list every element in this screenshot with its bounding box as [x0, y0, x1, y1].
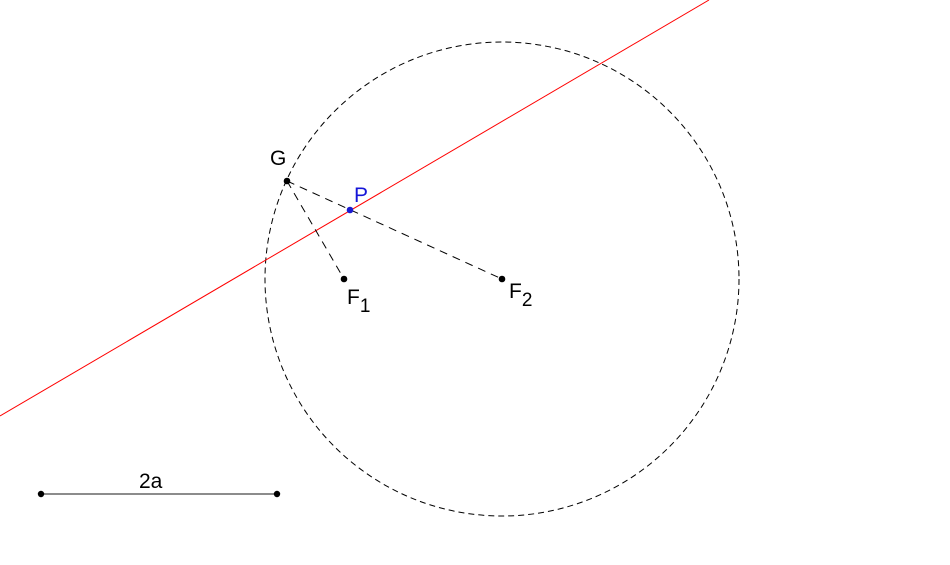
dashed-circle-center-f2[interactable] — [264, 41, 740, 517]
point-p[interactable] — [346, 206, 354, 214]
label-2a-text: 2a — [139, 470, 163, 493]
label-g: G — [270, 148, 286, 169]
label-p-text: P — [354, 184, 369, 207]
label-p: P — [354, 185, 368, 206]
segment-2a-end-point[interactable] — [273, 490, 281, 498]
red-tangent-line[interactable] — [0, 0, 710, 417]
point-f2[interactable] — [498, 275, 506, 283]
dashed-segment-g-f1[interactable] — [286, 180, 345, 280]
segment-2a-start-point[interactable] — [37, 490, 45, 498]
label-f2-text: F — [509, 280, 522, 303]
label-f1: F1 — [347, 287, 370, 316]
label-2a: 2a — [139, 471, 162, 492]
point-f1[interactable] — [340, 275, 348, 283]
label-f2: F2 — [509, 281, 532, 310]
label-f1-text: F — [347, 286, 360, 309]
point-g[interactable] — [283, 177, 291, 185]
label-g-text: G — [270, 147, 287, 170]
dashed-segment-g-f2[interactable] — [286, 180, 503, 280]
label-f2-subscript: 2 — [521, 290, 533, 311]
label-f1-subscript: 1 — [359, 296, 371, 317]
